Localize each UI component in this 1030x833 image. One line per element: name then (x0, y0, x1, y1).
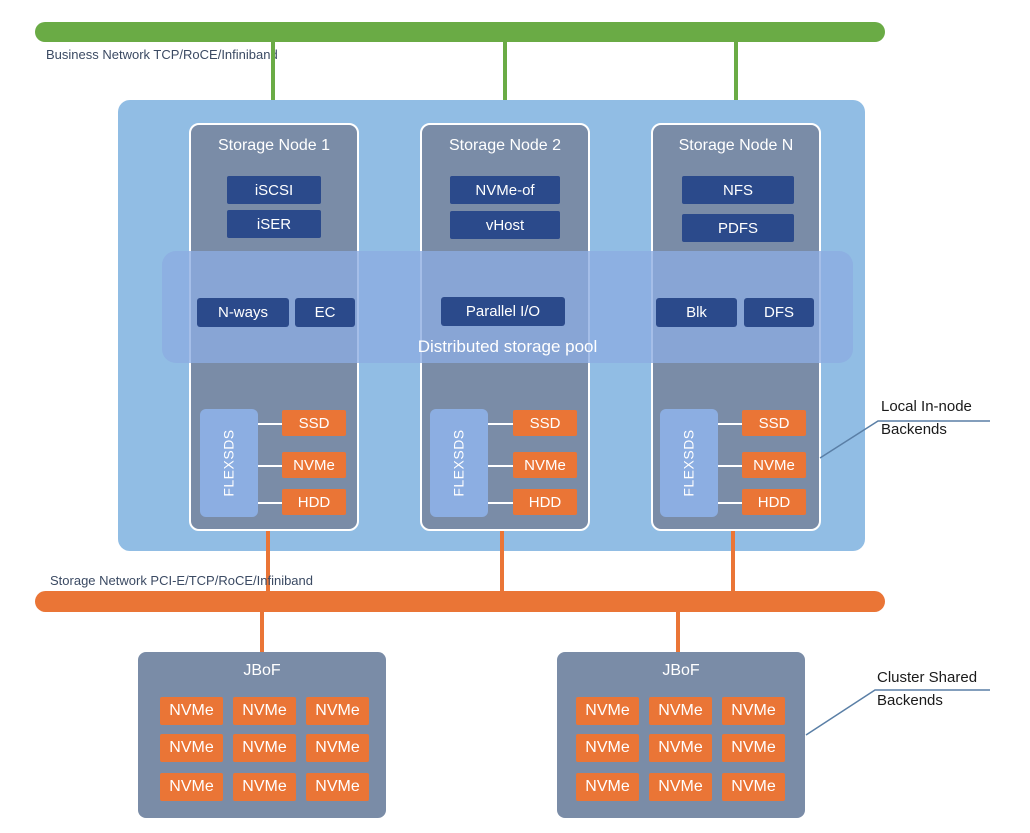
connector (258, 502, 282, 504)
pool-label: Distributed storage pool (417, 337, 598, 356)
disk-nvme: NVMe (282, 452, 346, 478)
protocol-vhost: vHost (450, 211, 560, 239)
disk-nvme: NVMe (513, 452, 577, 478)
nvme-drive: NVMe (649, 734, 712, 762)
local-backends-callout: Local In-node Backends (881, 395, 972, 441)
disk-ssd: SSD (282, 410, 346, 436)
connector (488, 465, 513, 467)
storage-link-jbof-2 (676, 611, 680, 653)
protocol-nfs: NFS (682, 176, 794, 204)
callout-line: Backends (881, 421, 947, 438)
business-network-label: Business Network TCP/RoCE/Infiniband (46, 47, 278, 62)
flexsds-engine: FLEXSDS (200, 409, 258, 517)
connector (718, 465, 742, 467)
business-network-bus (35, 22, 885, 42)
business-link-node-2 (503, 40, 507, 126)
nvme-drive: NVMe (160, 734, 223, 762)
nvme-drive: NVMe (160, 773, 223, 801)
nvme-drive: NVMe (306, 734, 369, 762)
nvme-drive: NVMe (576, 773, 639, 801)
storage-link-node-2 (500, 531, 504, 593)
feature-ec: EC (295, 298, 355, 327)
shared-backends-leader (805, 689, 990, 736)
flexsds-engine: FLEXSDS (430, 409, 488, 517)
connector (488, 423, 513, 425)
storage-network-label: Storage Network PCI-E/TCP/RoCE/Infiniban… (50, 573, 313, 588)
jbof-title: JBoF (243, 662, 281, 679)
callout-line: Local In-node (881, 398, 972, 415)
nvme-drive: NVMe (233, 734, 296, 762)
feature-parallel-io: Parallel I/O (441, 297, 565, 326)
nvme-drive: NVMe (649, 773, 712, 801)
feature-n-ways: N-ways (197, 298, 289, 327)
jbof-title: JBoF (662, 662, 700, 679)
disk-hdd: HDD (742, 489, 806, 515)
nvme-drive: NVMe (160, 697, 223, 725)
storage-link-node-n (731, 531, 735, 593)
connector (488, 502, 513, 504)
shared-backends-callout: Cluster Shared Backends (877, 666, 977, 712)
nvme-drive: NVMe (306, 773, 369, 801)
disk-ssd: SSD (513, 410, 577, 436)
node-title: Storage Node 1 (217, 137, 331, 154)
protocol-pdfs: PDFS (682, 214, 794, 242)
nvme-drive: NVMe (306, 697, 369, 725)
business-link-node-n (734, 40, 738, 126)
nvme-drive: NVMe (576, 734, 639, 762)
nvme-drive: NVMe (233, 773, 296, 801)
node-title: Storage Node 2 (448, 137, 562, 154)
node-title: Storage Node N (678, 137, 794, 154)
connector (258, 465, 282, 467)
disk-ssd: SSD (742, 410, 806, 436)
flexsds-engine: FLEXSDS (660, 409, 718, 517)
nvme-drive: NVMe (233, 697, 296, 725)
disk-hdd: HDD (282, 489, 346, 515)
protocol-iser: iSER (227, 210, 321, 238)
business-link-node-1 (271, 40, 275, 126)
connector (718, 502, 742, 504)
storage-network-bus (35, 591, 885, 612)
disk-nvme: NVMe (742, 452, 806, 478)
nvme-drive: NVMe (576, 697, 639, 725)
nvme-drive: NVMe (722, 773, 785, 801)
nvme-drive: NVMe (722, 734, 785, 762)
feature-dfs: DFS (744, 298, 814, 327)
local-backends-leader (819, 420, 990, 459)
callout-line: Backends (877, 692, 943, 709)
storage-link-jbof-1 (260, 611, 264, 653)
callout-line: Cluster Shared (877, 669, 978, 686)
protocol-iscsi: iSCSI (227, 176, 321, 204)
disk-hdd: HDD (513, 489, 577, 515)
nvme-drive: NVMe (649, 697, 712, 725)
connector (718, 423, 742, 425)
storage-link-node-1 (266, 531, 270, 593)
protocol-nvme-of: NVMe-of (450, 176, 560, 204)
connector (258, 423, 282, 425)
feature-blk: Blk (656, 298, 737, 327)
nvme-drive: NVMe (722, 697, 785, 725)
